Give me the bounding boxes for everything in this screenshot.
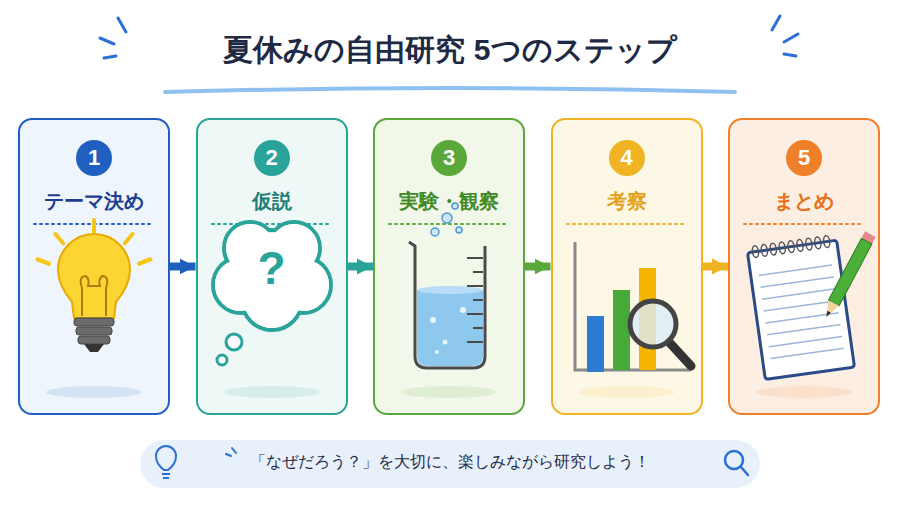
step-number: 1 [76, 140, 112, 176]
title: 夏休みの自由研究 5つのステップ [0, 30, 900, 70]
ruled-line [769, 336, 842, 346]
light-ray [38, 259, 49, 263]
bubble [460, 307, 466, 313]
graduation [473, 299, 483, 301]
spiral [761, 244, 769, 257]
icon [34, 220, 154, 398]
icon [744, 224, 876, 398]
step-label: テーマ決め [20, 186, 168, 216]
bulb-base [76, 327, 112, 335]
thought-dot [217, 355, 227, 365]
step-box: 4 考察 [551, 118, 703, 415]
magnifier-icon [725, 451, 748, 475]
bubble [431, 228, 439, 236]
magnifier-lens [630, 301, 676, 347]
accent-dashes [226, 448, 236, 456]
light-ray [139, 259, 150, 263]
bubble [430, 317, 436, 323]
bulb-base [78, 336, 110, 344]
graduation [467, 285, 483, 287]
step-label: 仮説 [198, 186, 346, 216]
light-ray [55, 234, 63, 243]
shadow [401, 386, 497, 398]
step-arrow [525, 263, 551, 271]
light-ray [38, 259, 49, 263]
ruled-line [759, 265, 832, 275]
spiral [805, 238, 813, 251]
step-label: 考察 [553, 186, 701, 216]
shadow [579, 386, 675, 398]
light-ray [125, 234, 133, 243]
thought-dot [226, 334, 242, 350]
graduation [467, 341, 483, 343]
pencil-wood [821, 300, 839, 320]
graduation [467, 313, 483, 315]
filament [81, 276, 108, 316]
icon [567, 224, 691, 398]
bubble [435, 350, 439, 354]
pencil [821, 231, 876, 320]
bulb-glass [58, 234, 130, 318]
dotted-divider [567, 223, 687, 225]
spiral [823, 235, 831, 248]
step-number: 4 [609, 140, 645, 176]
ruled-line [764, 301, 837, 311]
bar [613, 290, 630, 370]
shadow [224, 386, 320, 398]
water [417, 290, 483, 366]
graduation [467, 257, 483, 259]
step-label: 実験・観察 [375, 186, 523, 216]
tip-band: 「なぜだろう？」を大切に、楽しみながら研究しよう！ [140, 440, 760, 488]
ruled-line [762, 289, 835, 299]
notepad-page [748, 240, 855, 379]
shadow [756, 386, 852, 398]
notepad [747, 234, 855, 379]
ruled-line [760, 277, 833, 287]
icon [212, 222, 332, 398]
spiral [769, 243, 777, 256]
question-mark: ? [242, 238, 302, 298]
water-surface [417, 286, 483, 294]
dotted-divider [212, 223, 332, 225]
bubble [443, 340, 448, 345]
light-ray [139, 259, 150, 263]
step-number: 3 [431, 140, 467, 176]
spiral [796, 239, 804, 252]
graduation [473, 327, 483, 329]
bulb-base [74, 318, 114, 326]
step-arrow [348, 263, 374, 271]
tip-text: 「なぜだろう？」を大切に、楽しみながら研究しよう！ [140, 440, 760, 483]
title-underline [165, 88, 735, 92]
ruled-line [767, 325, 840, 335]
magnifier-handle [669, 342, 691, 366]
spiral [814, 237, 822, 250]
ruled-line [770, 348, 843, 358]
spiral [752, 245, 760, 258]
beaker-outline [409, 242, 485, 368]
icon [389, 203, 509, 398]
shadow [46, 386, 142, 398]
step-arrow [703, 263, 729, 271]
bubble [456, 227, 462, 233]
dotted-divider [744, 223, 864, 225]
pencil-body [828, 238, 871, 305]
graduation [473, 271, 483, 273]
bulb-tip [84, 344, 104, 352]
spiral [778, 242, 786, 255]
step-box: 1 テーマ決め [18, 118, 170, 415]
step-arrow [170, 263, 196, 271]
bulb-icon [156, 446, 176, 478]
step-box: 5 まとめ [728, 118, 880, 415]
light-ray [92, 220, 96, 232]
step-label: まとめ [730, 186, 878, 216]
step-box: 3 実験・観察 [373, 118, 525, 415]
spiral [787, 240, 795, 253]
step-number: 5 [786, 140, 822, 176]
bar [587, 316, 604, 372]
step-number: 2 [254, 140, 290, 176]
pencil-lead [824, 311, 831, 318]
bubble [442, 213, 452, 223]
